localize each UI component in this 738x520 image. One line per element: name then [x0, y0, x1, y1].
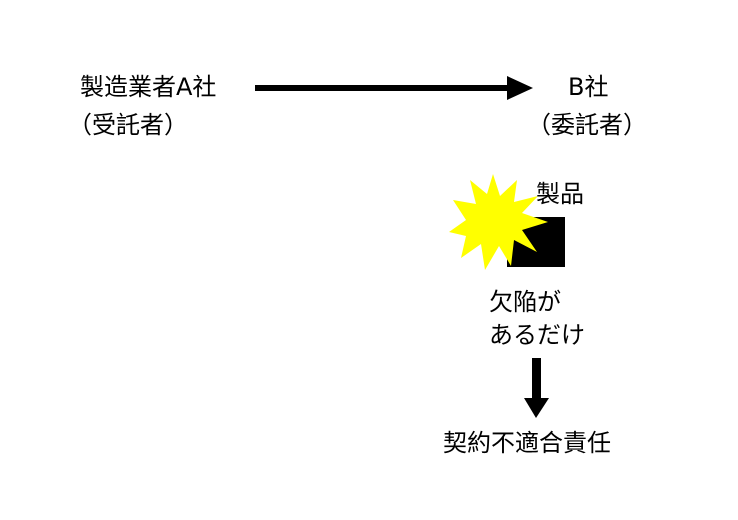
- manufacturer-name: 製造業者A社: [80, 73, 217, 101]
- result-label: 契約不適合責任: [443, 429, 611, 457]
- consequence-arrow: [524, 358, 549, 418]
- delivery-arrow: [255, 76, 533, 100]
- manufacturer-role: （受託者）: [68, 111, 188, 139]
- client-role: （委託者）: [527, 111, 647, 139]
- defect-burst-icon: [449, 174, 548, 270]
- client-name: B社: [568, 73, 609, 101]
- defect-text-line2: あるだけ: [489, 321, 585, 349]
- defect-text-line1: 欠陥が: [489, 288, 561, 316]
- product-label: 製品: [536, 180, 584, 208]
